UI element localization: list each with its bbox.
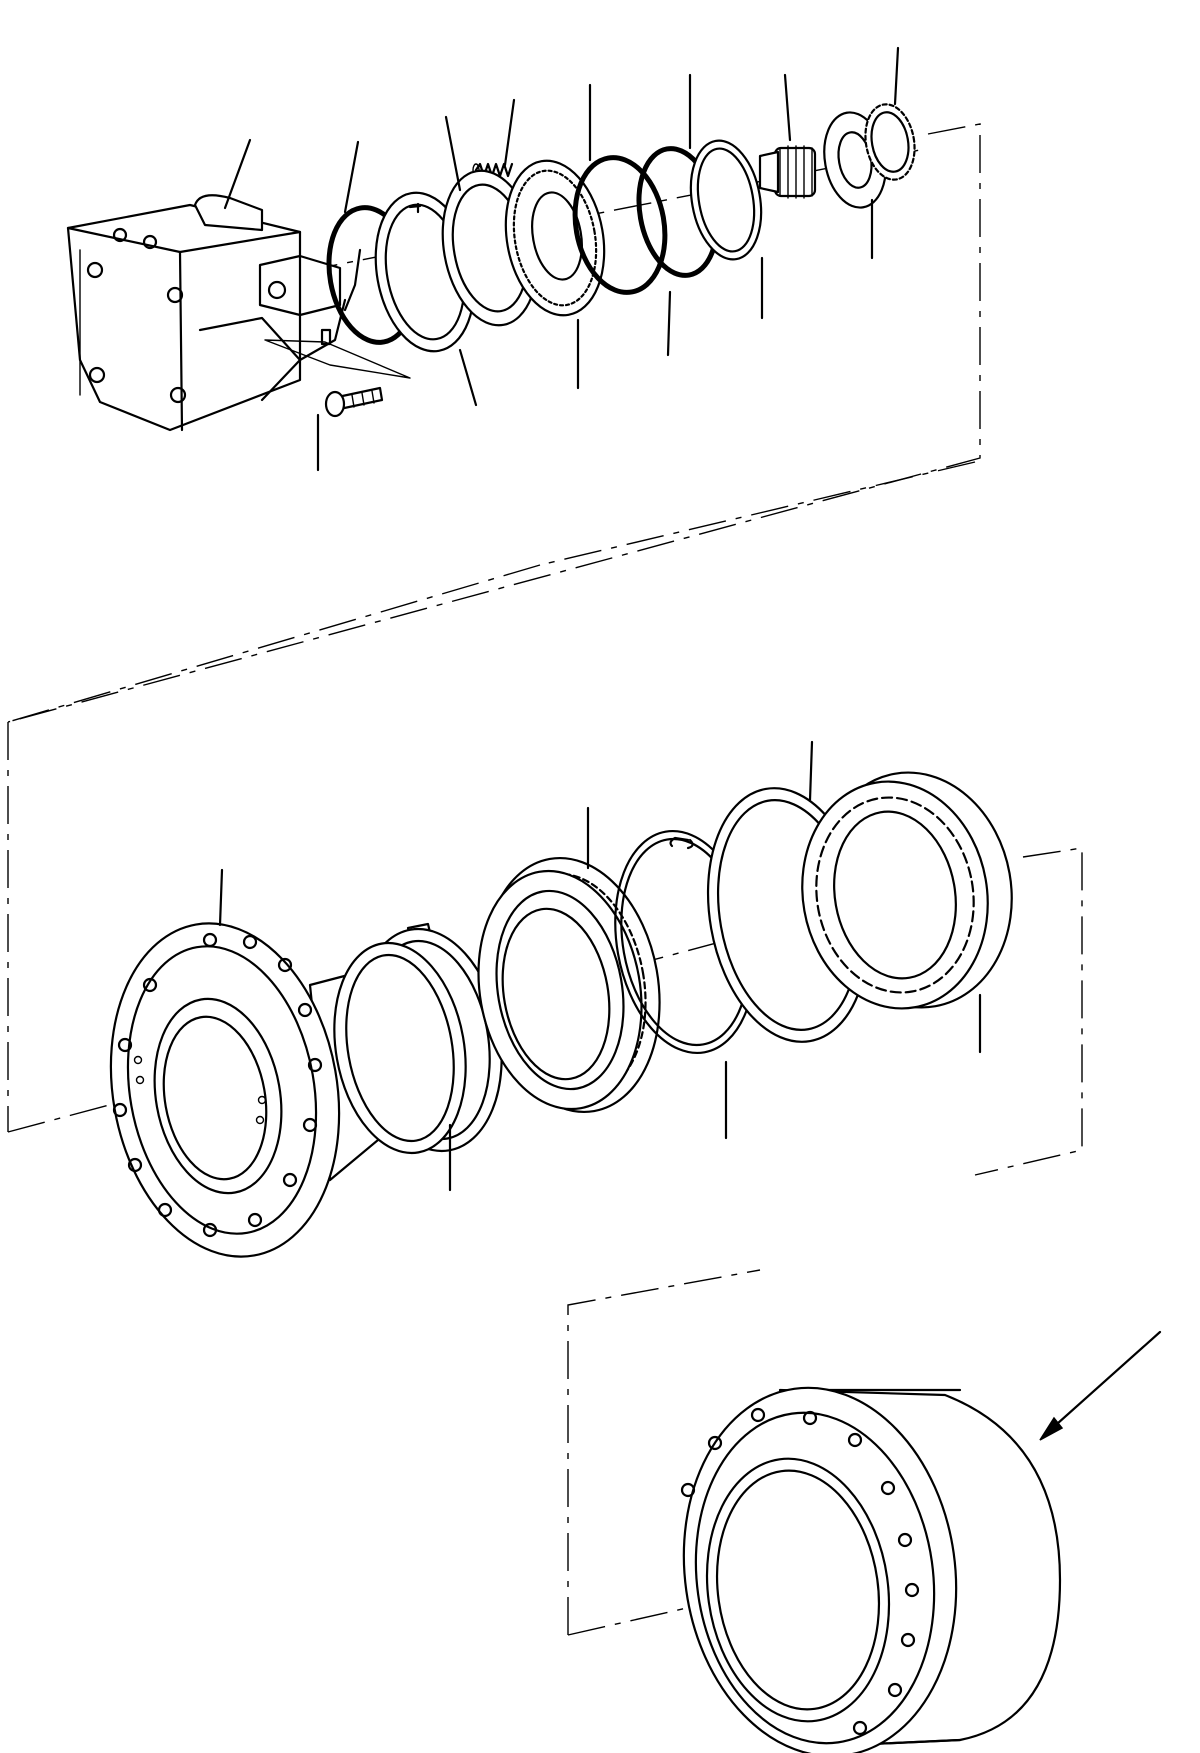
seal-ring xyxy=(689,139,763,261)
group1-axis xyxy=(299,149,921,273)
group3-boundary xyxy=(567,1269,761,1635)
pointer-arrow xyxy=(1039,1330,1162,1441)
housing xyxy=(567,1269,1162,1753)
bolt xyxy=(324,386,384,418)
group2-boundary-right xyxy=(974,847,1083,1176)
separator-line-2 xyxy=(539,461,976,566)
roller-bearing xyxy=(801,771,1013,1010)
leader-lines-group1 xyxy=(223,46,900,472)
friction-disc xyxy=(504,159,606,317)
leader-lines-group2 xyxy=(218,740,982,1192)
o-ring xyxy=(572,155,668,295)
sun-gear xyxy=(864,103,916,181)
pinion xyxy=(758,145,817,199)
wheel-housing xyxy=(680,1386,1062,1753)
separator-line xyxy=(7,564,541,723)
motor-and-brake-pack xyxy=(7,46,981,723)
seal-sleeve xyxy=(333,922,503,1155)
hydraulic-motor xyxy=(66,194,411,432)
hub-bearings xyxy=(7,722,1083,1258)
group1-boundary xyxy=(7,123,981,723)
